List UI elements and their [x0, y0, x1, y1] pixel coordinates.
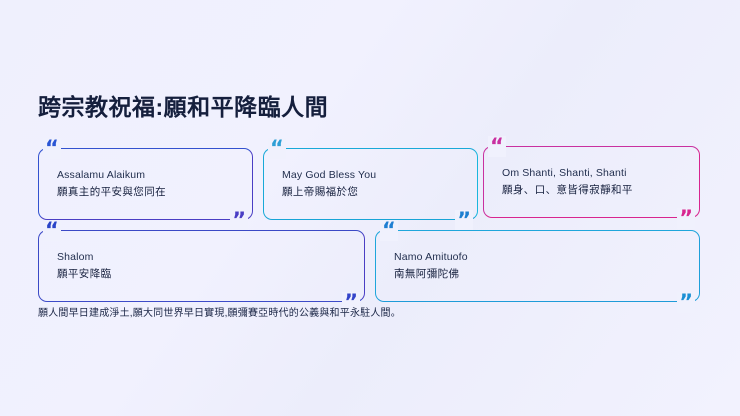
quote-close-icon: ”	[230, 208, 248, 232]
quote-close-icon: ”	[677, 290, 695, 314]
quote-open-icon: “	[380, 218, 398, 242]
blessing-card-may-god-bless-you[interactable]: “ May God Bless You 願上帝賜福於您 ”	[263, 138, 478, 231]
blessing-card-assalamu-alaikum[interactable]: “ Assalamu Alaikum 願真主的平安與您同在 ”	[38, 138, 253, 231]
blessing-chinese: 願真主的平安與您同在	[57, 186, 166, 198]
blessing-chinese: 願平安降臨	[57, 268, 112, 280]
blessing-chinese: 願身、口、意皆得寂靜和平	[502, 184, 633, 196]
quote-close-icon: ”	[455, 208, 473, 232]
blessing-card-body: May God Bless You 願上帝賜福於您	[282, 167, 376, 201]
quote-open-icon: “	[43, 218, 61, 242]
blessing-card-om-shanti[interactable]: “ Om Shanti, Shanti, Shanti 願身、口、意皆得寂靜和平…	[483, 136, 700, 229]
blessing-card-body: Namo Amituofo 南無阿彌陀佛	[394, 249, 468, 283]
quote-open-icon: “	[43, 136, 61, 160]
blessing-english: Om Shanti, Shanti, Shanti	[502, 167, 627, 179]
quote-open-icon: “	[268, 136, 286, 160]
blessing-card-body: Om Shanti, Shanti, Shanti 願身、口、意皆得寂靜和平	[502, 165, 633, 199]
page-title: 跨宗教祝福:願和平降臨人間	[38, 94, 329, 120]
footer-closing-text: 願人間早日建成淨土,願大同世界早日實現,願彌賽亞時代的公義與和平永駐人間。	[38, 308, 401, 319]
blessing-card-namo-amituofo[interactable]: “ Namo Amituofo 南無阿彌陀佛 ”	[375, 220, 700, 313]
blessing-english: Shalom	[57, 251, 94, 263]
blessing-english: Namo Amituofo	[394, 251, 468, 263]
blessing-chinese: 南無阿彌陀佛	[394, 268, 460, 280]
blessing-chinese: 願上帝賜福於您	[282, 186, 359, 198]
blessing-card-body: Assalamu Alaikum 願真主的平安與您同在	[57, 167, 166, 201]
blessing-english: May God Bless You	[282, 169, 377, 181]
quote-close-icon: ”	[677, 206, 695, 230]
quote-open-icon: “	[488, 134, 506, 158]
blessing-card-body: Shalom 願平安降臨	[57, 249, 112, 283]
quote-close-icon: ”	[342, 290, 360, 314]
blessing-card-shalom[interactable]: “ Shalom 願平安降臨 ”	[38, 220, 365, 313]
blessing-english: Assalamu Alaikum	[57, 169, 146, 181]
